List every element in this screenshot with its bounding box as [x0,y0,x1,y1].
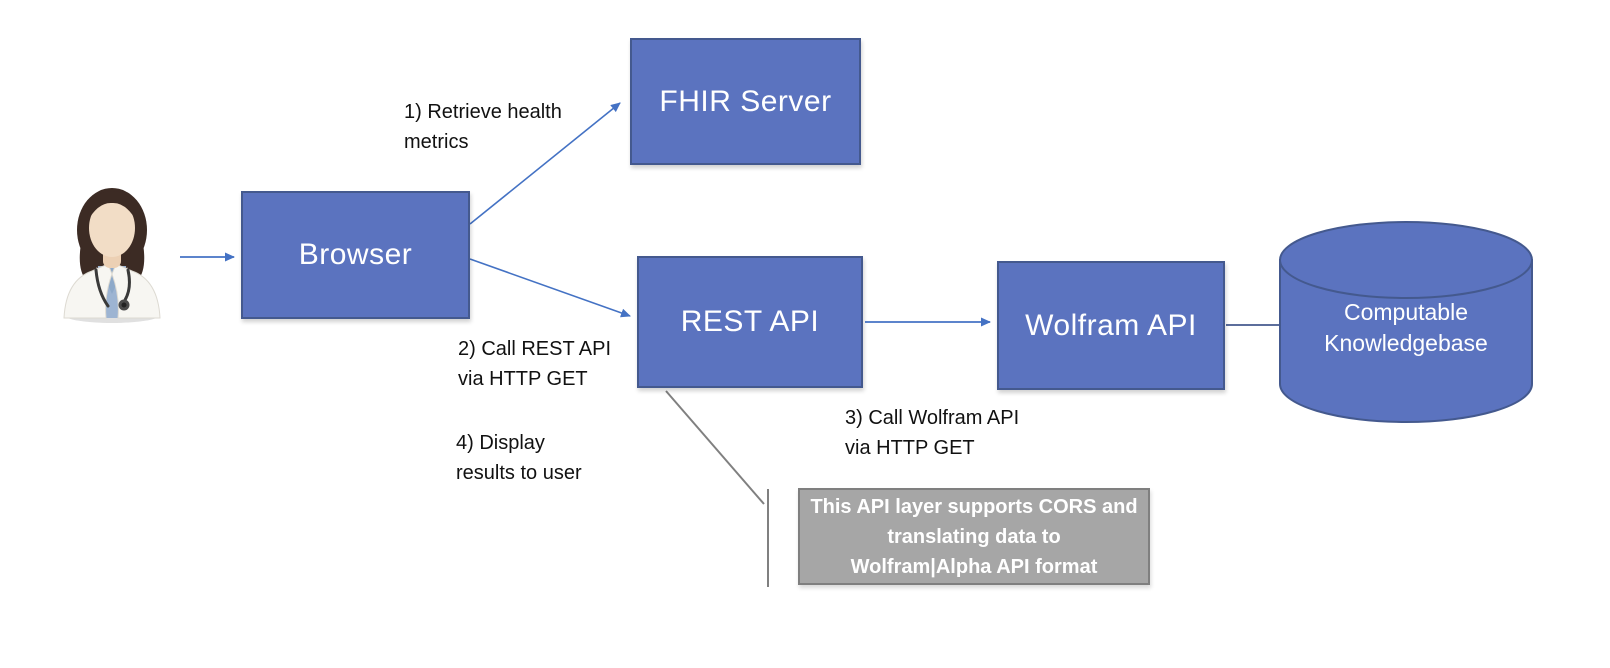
node-wolfram-api-label: Wolfram API [1025,308,1197,342]
node-knowledgebase-label: Computable Knowledgebase [1324,299,1488,356]
callout-note: This API layer supports CORS and transla… [798,488,1150,585]
node-wolfram-api: Wolfram API [997,261,1225,390]
node-rest-api: REST API [637,256,863,388]
node-fhir-server-label: FHIR Server [659,84,832,118]
callout-note-text: This API layer supports CORS and transla… [810,495,1138,578]
node-browser-label: Browser [298,238,413,271]
edge-label-step2: 2) Call REST API via HTTP GET [458,338,612,390]
edge-label-step3: 3) Call Wolfram API via HTTP GET [845,407,1020,459]
callout-leader-diagonal-line [665,390,765,505]
arrow-browser-to-rest-api [469,258,631,318]
node-browser: Browser [241,191,470,319]
edge-label-step1: 1) Retrieve health metrics [404,101,562,153]
edge-label-step4: 4) Display results to user [456,432,582,484]
arrow-browser-to-fhir-server [469,102,621,225]
node-rest-api-label: REST API [680,305,820,338]
database-cylinder-icon [1279,221,1533,423]
doctor-user-icon [63,188,161,323]
node-fhir-server: FHIR Server [630,38,861,165]
